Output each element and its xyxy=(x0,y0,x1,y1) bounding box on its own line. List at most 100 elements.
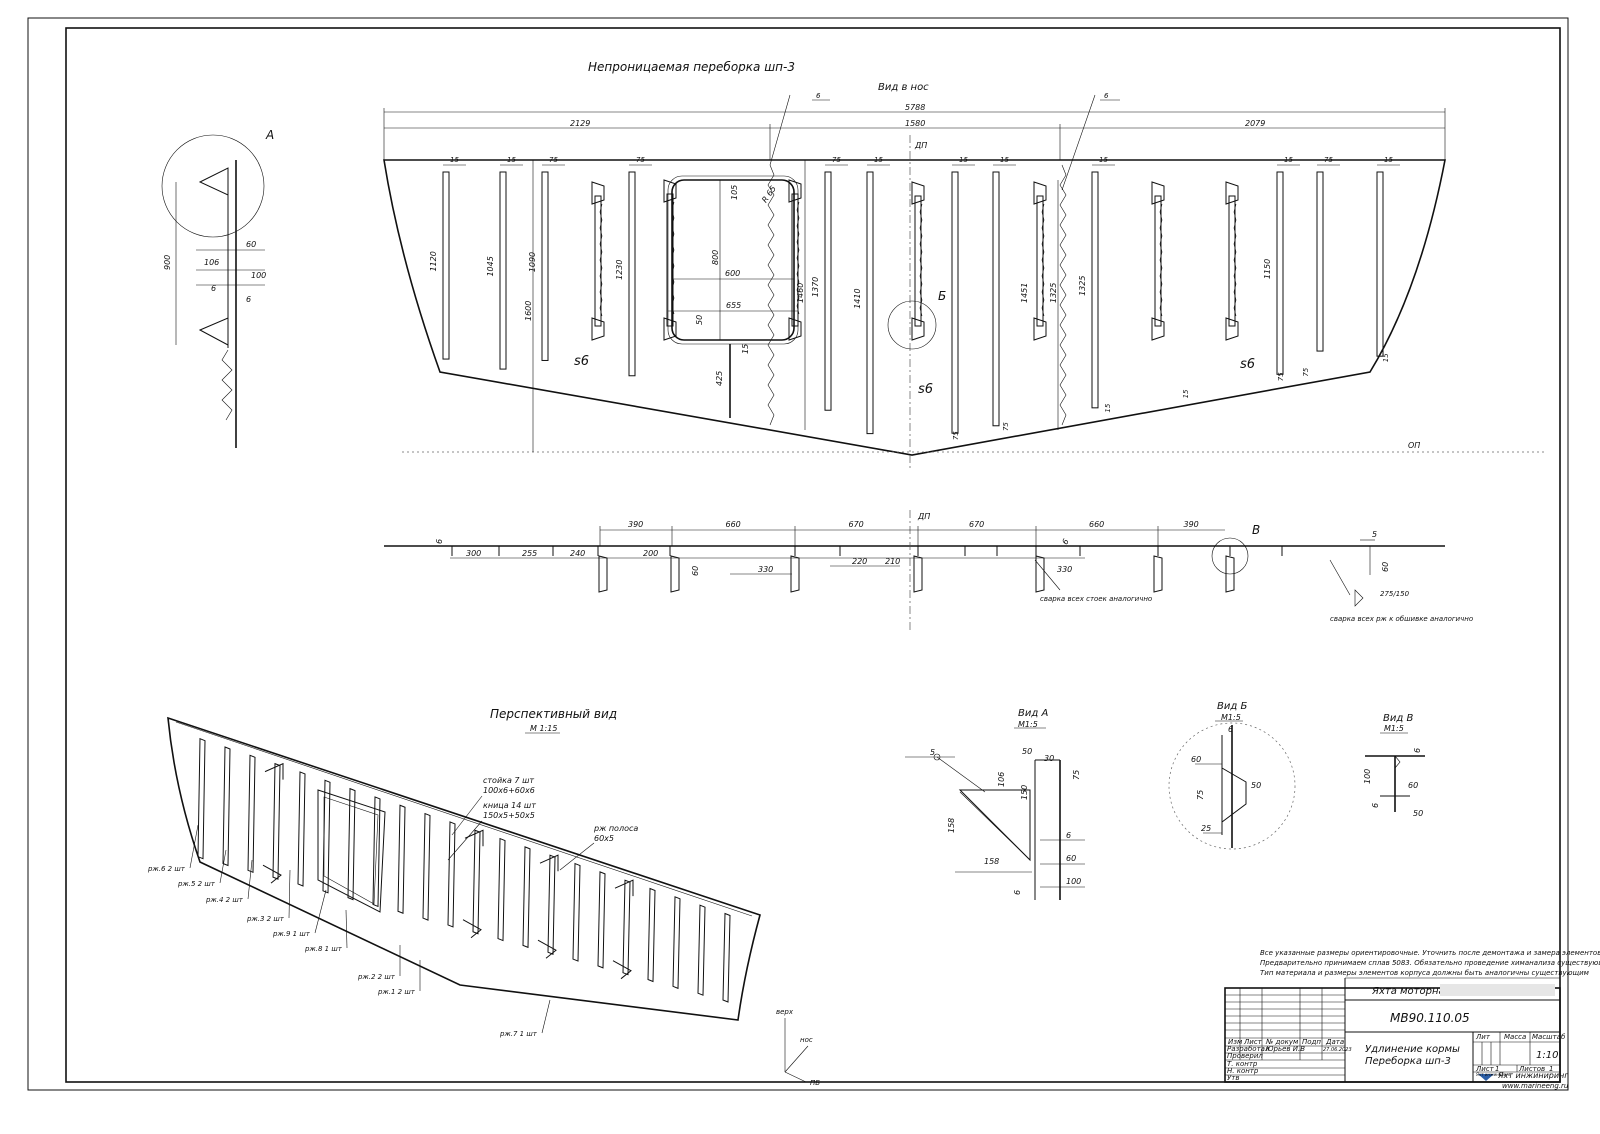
stiffener-height-label: 1410 xyxy=(853,288,862,308)
stiffener-gap-label: 15 xyxy=(1000,156,1009,164)
perspective-title: Перспективный вид xyxy=(490,707,617,721)
stiffener-bar xyxy=(866,171,874,435)
detail-a-weld-leader xyxy=(936,756,986,793)
perspective-opening-inner xyxy=(323,796,379,905)
weld-leader-1 xyxy=(769,94,791,166)
stiffener-bar xyxy=(541,171,549,361)
stiffener-height-label: 1451 xyxy=(1020,283,1029,303)
perspective-knee-top xyxy=(264,762,284,780)
tb-project: Яхта моторная xyxy=(1371,986,1451,997)
perspective-outline xyxy=(167,716,761,1021)
perspective-stiffener xyxy=(647,887,656,983)
company-logo-icon xyxy=(1478,1074,1494,1081)
side-section: А 900 106 60 100 6 6 xyxy=(161,128,274,448)
stiffener-bar xyxy=(951,171,959,434)
callout-circle-b xyxy=(887,300,937,350)
persp-label-leader xyxy=(247,859,253,900)
stiffener-gap-label: 15 xyxy=(1384,156,1393,164)
bulkhead-title: Непроницаемая переборка шп-3 xyxy=(588,60,795,74)
callout-circle-a xyxy=(161,134,265,238)
plan-marks xyxy=(451,546,1283,593)
perspective-stiffener xyxy=(247,754,256,874)
knee-bracket-bottom xyxy=(663,317,677,341)
stiffener-bar xyxy=(442,171,450,360)
plan-top-dim: 660 xyxy=(1089,520,1104,529)
op-label: ОП xyxy=(1408,441,1420,450)
tb-sheet-label: Лист xyxy=(1475,1065,1495,1073)
knee-weld xyxy=(919,203,923,317)
plan-knee-mark xyxy=(913,555,923,593)
detail-b-dim-25: 25 xyxy=(1201,824,1211,833)
knee-weld xyxy=(796,201,800,315)
persp-label: рж.3 2 шт xyxy=(246,915,285,923)
tb-razrab: Разработал xyxy=(1227,1045,1270,1053)
dim-100: 100 xyxy=(251,271,266,280)
perspective-stiffener xyxy=(222,746,231,867)
tb-logo-text: Яхт инжиниринг xyxy=(1475,1072,1512,1077)
tb-nkontr: Н. контр xyxy=(1227,1067,1259,1075)
dim-50: 50 xyxy=(695,315,704,325)
perspective-view: Перспективный вид М 1:15 стойка 7 шт 100… xyxy=(147,707,820,1087)
detail-a-dim-100: 100 xyxy=(1066,877,1081,886)
axis-sb xyxy=(784,1071,807,1083)
perspective-knee-bottom xyxy=(262,864,282,884)
perspective-knee-bottom xyxy=(462,919,482,939)
dim-1580: 1580 xyxy=(905,119,925,128)
perspective-stiffener xyxy=(672,896,681,990)
stiffener-bar xyxy=(1376,171,1384,357)
stiffener-bar xyxy=(499,171,507,370)
knee-bracket-bottom xyxy=(1225,317,1239,341)
perspective-kneed-stiffener xyxy=(472,829,481,935)
tb-sheets-num: 1 xyxy=(1549,1065,1553,1073)
persp-label: рж.8 1 шт xyxy=(304,945,343,953)
detail-v-dim-60: 60 xyxy=(1408,781,1418,790)
tb-masshtab: Масштаб xyxy=(1532,1033,1566,1041)
plan-bottom-dim: 330 xyxy=(758,565,773,574)
perspective-kneed-stiffener xyxy=(547,854,556,955)
tb-col-doc: № докум xyxy=(1265,1038,1299,1046)
thickness-center: s6 xyxy=(918,382,933,397)
perspective-kneed-stiffener xyxy=(272,762,281,880)
stiffener-gap-label: 15 xyxy=(1284,156,1293,164)
detail-v-scale: М1:5 xyxy=(1384,724,1404,733)
detail-b-dim-6: 6 xyxy=(1228,725,1233,734)
persp-label-leader xyxy=(288,869,291,919)
persp-callout-6: 60х5 xyxy=(594,834,614,843)
plan-dim-5: 5 xyxy=(1372,530,1377,539)
plan-knee-mark xyxy=(1153,555,1163,593)
note-1: Все указанные размеры ориентировочные. У… xyxy=(1260,949,1600,957)
detail-b-dim-75: 75 xyxy=(1196,790,1205,800)
perspective-stiffener xyxy=(197,737,206,860)
stiffener-gap-label: 15 xyxy=(450,156,459,164)
plan-dim-60: 60 xyxy=(691,566,700,576)
detail-v-dim-6b: 6 xyxy=(1371,803,1380,808)
view-aft-title: Вид в нос xyxy=(878,82,929,93)
detail-v: Вид В М1:5 6 100 60 6 50 xyxy=(1363,713,1425,818)
tb-sheet-num: 1 xyxy=(1495,1065,1499,1073)
knee-bracket-top xyxy=(1225,181,1239,205)
plan-weld-note-1: сварка всех стоек аналогично xyxy=(1040,595,1152,603)
plan-weld-symbol: 275/150 xyxy=(1380,590,1410,598)
stiffener-height-label: 1230 xyxy=(615,260,624,280)
plan-top-dim: 660 xyxy=(726,520,741,529)
persp-leader-3 xyxy=(559,842,595,871)
plan-knee-mark xyxy=(1035,555,1045,593)
plan-knee-mark xyxy=(670,555,680,593)
perspective-stiffener xyxy=(297,771,306,887)
plan-bottom-dim: 330 xyxy=(1057,565,1072,574)
title-block: Яхта моторная MB90.110.05 Удлинение корм… xyxy=(1224,977,1569,1090)
tb-sheets-label: Листов xyxy=(1518,1065,1545,1073)
tb-redacted xyxy=(1440,984,1555,996)
stiffener-bar xyxy=(1091,171,1099,409)
kneed-stiffener xyxy=(914,195,922,327)
stiffener-bar xyxy=(992,171,1000,427)
knee-weld xyxy=(1159,203,1163,317)
dim-5788: 5788 xyxy=(905,103,925,112)
plan-dp: ДП xyxy=(917,512,930,521)
stiffener-bar xyxy=(1276,171,1284,375)
tb-proveril: Проверил xyxy=(1227,1052,1263,1060)
knee-bracket-bottom xyxy=(1151,317,1165,341)
weld-sym-1-text: 6 xyxy=(816,92,821,100)
bottom-gap-label: 15 xyxy=(1104,403,1112,412)
